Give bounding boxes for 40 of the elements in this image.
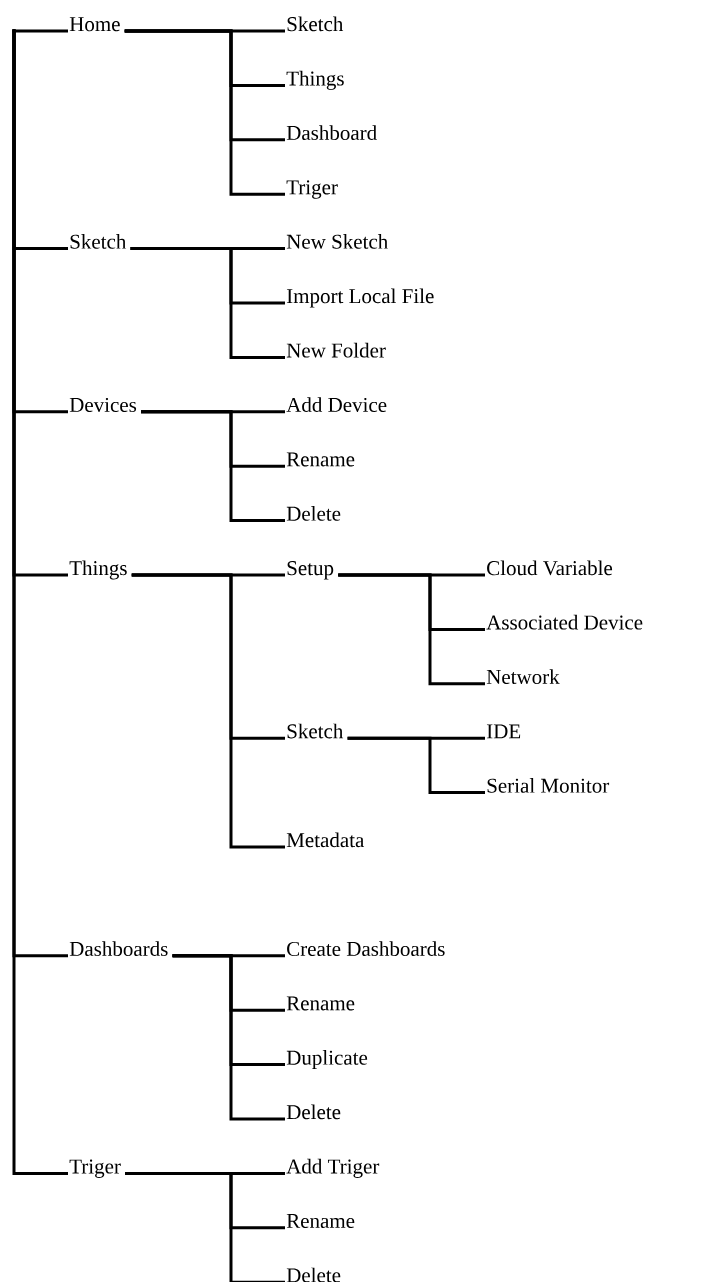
menu-item: New Sketch xyxy=(286,234,388,249)
menu-item: Dashboard xyxy=(286,125,377,140)
menu-item: Serial Monitor xyxy=(487,778,610,793)
tree-connector xyxy=(131,573,285,849)
tree-connector xyxy=(130,247,285,359)
menu-item: Rename xyxy=(286,1214,355,1228)
menu-item: Add Triger xyxy=(286,1158,380,1178)
menu-item: Metadata xyxy=(286,832,365,848)
menu-item: Dashboards xyxy=(69,941,168,956)
menu-item: Rename xyxy=(286,996,355,1011)
menu-item: Add Device xyxy=(286,397,387,412)
tree-connector xyxy=(347,736,485,795)
tree-connector xyxy=(125,1171,285,1282)
menu-item: Delete xyxy=(286,1267,341,1282)
menu-item: Triger xyxy=(286,180,338,199)
menu-item: Sketch xyxy=(287,723,344,739)
menu-item: Home xyxy=(69,17,120,32)
menu-item: Sketch xyxy=(70,234,127,249)
menu-item: IDE xyxy=(486,724,521,739)
menu-item: Triger xyxy=(69,1159,121,1178)
menu-item: New Folder xyxy=(286,342,386,358)
menu-item: Rename xyxy=(286,452,355,467)
menu-item: Things xyxy=(286,70,344,90)
menu-item: Setup xyxy=(287,561,334,580)
menu-item: Network xyxy=(486,669,560,684)
menu-item: Delete xyxy=(286,506,341,521)
menu-item: Cloud Variable xyxy=(487,560,613,576)
tree-connector xyxy=(124,29,285,196)
menu-item: Sketch xyxy=(287,16,344,32)
menu-item: Associated Device xyxy=(486,614,643,630)
menu-item: Create Dashboards xyxy=(287,941,445,956)
tree-connector xyxy=(172,954,285,1121)
tree-connector xyxy=(141,410,285,523)
menu-item: Duplicate xyxy=(286,1050,368,1070)
menu-item: Things xyxy=(69,560,127,580)
menu-item: Delete xyxy=(286,1104,341,1120)
menu-item: Devices xyxy=(69,397,137,412)
menu-item: Import Local File xyxy=(286,288,434,308)
tree-connector xyxy=(12,29,68,1175)
tree-connector xyxy=(338,573,485,686)
